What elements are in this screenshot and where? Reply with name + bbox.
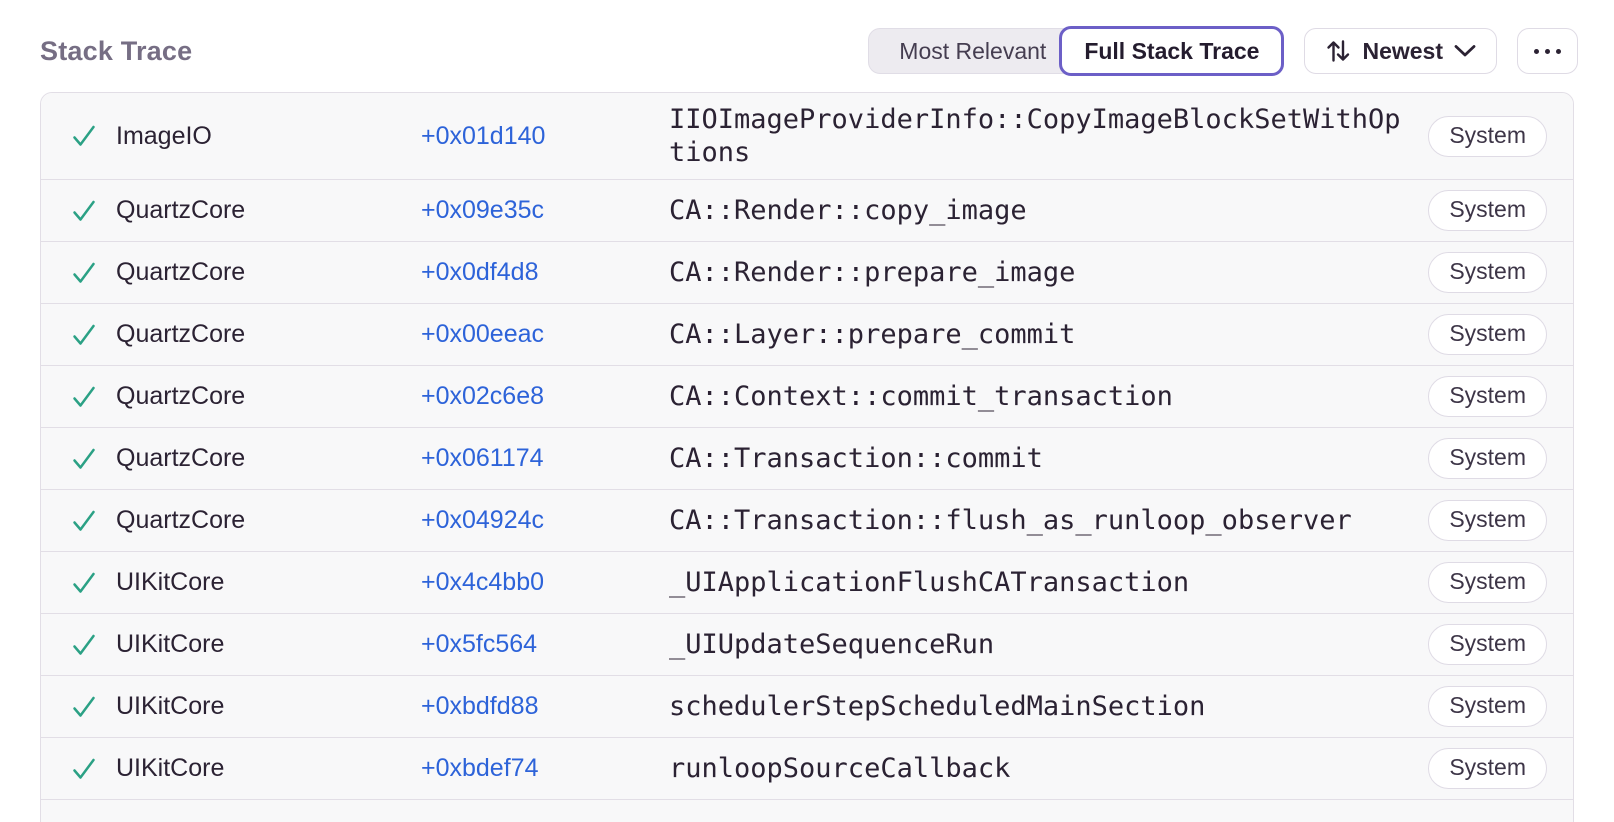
frame-function: CA::Render::prepare_image bbox=[669, 257, 1076, 288]
frame-address-link[interactable]: +0x04924c bbox=[421, 506, 545, 534]
frame-system-badge: System bbox=[1428, 190, 1547, 231]
frame-function: _UIUpdateSequenceRun bbox=[669, 629, 995, 660]
table-row[interactable]: ImageIO +0x01d140 IIOImageProviderInfo::… bbox=[41, 93, 1573, 179]
page-title: Stack Trace bbox=[40, 35, 193, 66]
check-icon bbox=[69, 320, 99, 350]
table-row[interactable]: QuartzCore +0x00eeac CA::Layer::prepare_… bbox=[41, 303, 1573, 365]
frame-address-link[interactable]: +0x09e35c bbox=[421, 196, 545, 224]
frame-address-link[interactable]: +0x02c6e8 bbox=[421, 382, 545, 410]
frame-system-badge: System bbox=[1428, 314, 1547, 355]
table-row[interactable]: QuartzCore +0x04924c CA::Transaction::fl… bbox=[41, 489, 1573, 551]
check-icon bbox=[69, 382, 99, 412]
more-options-button[interactable] bbox=[1517, 28, 1578, 74]
ellipsis-icon bbox=[1534, 48, 1539, 54]
frame-module: QuartzCore bbox=[116, 506, 246, 534]
frame-address-link[interactable]: +0x00eeac bbox=[421, 320, 545, 348]
check-icon bbox=[69, 692, 99, 722]
frame-module: UIKitCore bbox=[116, 630, 225, 658]
frame-system-badge: System bbox=[1428, 115, 1547, 157]
sort-arrows-icon bbox=[1325, 37, 1351, 65]
frame-function: CA::Transaction::commit bbox=[669, 443, 1043, 474]
table-row[interactable]: QuartzCore +0x0df4d8 CA::Render::prepare… bbox=[41, 241, 1573, 303]
check-icon bbox=[69, 630, 99, 660]
check-icon bbox=[69, 754, 99, 784]
check-icon bbox=[69, 568, 99, 598]
sort-dropdown-label: Newest bbox=[1362, 37, 1443, 64]
frame-address-link[interactable]: +0xbdef74 bbox=[421, 754, 539, 782]
frame-system-badge: System bbox=[1428, 686, 1547, 727]
frame-module: UIKitCore bbox=[116, 568, 225, 596]
frame-module: UIKitCore bbox=[116, 692, 225, 720]
table-row-partial bbox=[41, 799, 1573, 822]
frame-system-badge: System bbox=[1428, 562, 1547, 603]
frame-address-link[interactable]: +0x4c4bb0 bbox=[421, 568, 545, 596]
frame-address-link[interactable]: +0xbdfd88 bbox=[421, 692, 539, 720]
header-controls: Most Relevant Full Stack Trace Newest bbox=[868, 26, 1578, 76]
frame-function: schedulerStepScheduledMainSection bbox=[669, 691, 1206, 722]
frame-function: CA::Layer::prepare_commit bbox=[669, 319, 1076, 350]
table-row[interactable]: UIKitCore +0x5fc564 _UIUpdateSequenceRun… bbox=[41, 613, 1573, 675]
frame-system-badge: System bbox=[1428, 376, 1547, 417]
check-icon bbox=[69, 258, 99, 288]
frame-function: IIOImageProviderInfo::CopyImageBlockSetW… bbox=[669, 104, 1401, 168]
frame-function: CA::Transaction::flush_as_runloop_observ… bbox=[669, 505, 1352, 536]
frame-module: QuartzCore bbox=[116, 196, 246, 224]
frame-address-link[interactable]: +0x061174 bbox=[421, 444, 544, 472]
check-icon bbox=[69, 121, 99, 151]
frame-system-badge: System bbox=[1428, 624, 1547, 665]
frame-system-badge: System bbox=[1428, 748, 1547, 789]
frame-system-badge: System bbox=[1428, 500, 1547, 541]
table-row[interactable]: QuartzCore +0x09e35c CA::Render::copy_im… bbox=[41, 179, 1573, 241]
frame-module: QuartzCore bbox=[116, 382, 246, 410]
frame-system-badge: System bbox=[1428, 438, 1547, 479]
check-icon bbox=[69, 506, 99, 536]
check-icon bbox=[69, 444, 99, 474]
frame-address-link[interactable]: +0x0df4d8 bbox=[421, 258, 539, 286]
frame-function: runloopSourceCallback bbox=[669, 753, 1011, 784]
frame-module: QuartzCore bbox=[116, 444, 246, 472]
table-row[interactable]: QuartzCore +0x061174 CA::Transaction::co… bbox=[41, 427, 1573, 489]
table-row[interactable]: UIKitCore +0x4c4bb0 _UIApplicationFlushC… bbox=[41, 551, 1573, 613]
frame-address-link[interactable]: +0x5fc564 bbox=[421, 630, 538, 658]
frame-address-link[interactable]: +0x01d140 bbox=[421, 121, 546, 150]
frame-function: _UIApplicationFlushCATransaction bbox=[669, 567, 1190, 598]
table-row[interactable]: UIKitCore +0xbdef74 runloopSourceCallbac… bbox=[41, 737, 1573, 799]
stack-trace-header: Stack Trace Most Relevant Full Stack Tra… bbox=[0, 0, 1614, 76]
table-row[interactable]: QuartzCore +0x02c6e8 CA::Context::commit… bbox=[41, 365, 1573, 427]
table-row[interactable]: UIKitCore +0xbdfd88 schedulerStepSchedul… bbox=[41, 675, 1573, 737]
stack-trace-table: ImageIO +0x01d140 IIOImageProviderInfo::… bbox=[40, 92, 1574, 822]
sort-dropdown[interactable]: Newest bbox=[1304, 28, 1497, 74]
most-relevant-button[interactable]: Most Relevant bbox=[868, 28, 1078, 74]
view-toggle: Most Relevant Full Stack Trace bbox=[868, 26, 1285, 76]
frame-module: ImageIO bbox=[116, 121, 212, 150]
frame-module: QuartzCore bbox=[116, 258, 246, 286]
frame-function: CA::Render::copy_image bbox=[669, 195, 1027, 226]
frame-module: UIKitCore bbox=[116, 754, 225, 782]
full-stack-trace-button[interactable]: Full Stack Trace bbox=[1059, 26, 1285, 76]
frame-function: CA::Context::commit_transaction bbox=[669, 381, 1173, 412]
chevron-down-icon bbox=[1454, 44, 1476, 58]
check-icon bbox=[69, 196, 99, 226]
frame-module: QuartzCore bbox=[116, 320, 246, 348]
frame-system-badge: System bbox=[1428, 252, 1547, 293]
